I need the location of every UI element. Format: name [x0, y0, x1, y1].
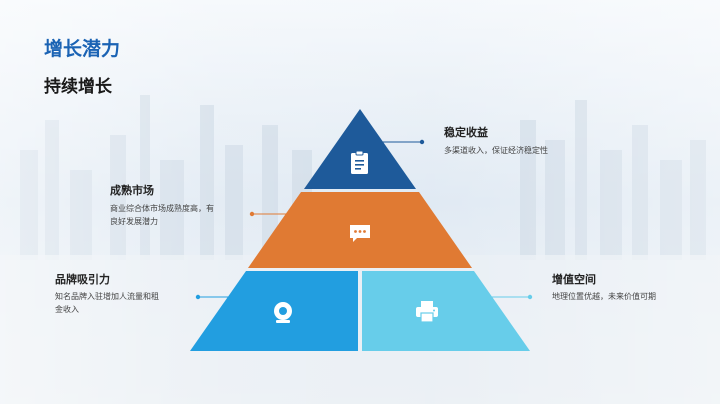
page-subtitle: 持续增长 [44, 77, 112, 97]
connector-dot-middle [249, 211, 255, 217]
webcam-icon [274, 302, 292, 323]
connector-dot-top [419, 139, 425, 145]
item-middle-desc: 商业综合体市场成熟度高，有良好发展潜力 [110, 204, 214, 226]
item-bottom-right-desc: 地理位置优越，未来价值可期 [552, 292, 656, 301]
page-title: 增长潜力 [44, 38, 121, 60]
connector-dot-bottom-left [195, 294, 201, 300]
chat-icon [350, 225, 370, 242]
connector-dot-bottom-right [527, 294, 533, 300]
pyramid-tier-top[interactable] [304, 109, 416, 189]
item-bottom-left-desc: 知名品牌入驻增加人流量和租金收入 [55, 292, 159, 314]
printer-icon [416, 301, 438, 323]
clipboard-icon [351, 150, 368, 174]
item-top-title: 稳定收益 [444, 126, 488, 139]
item-middle-title: 成熟市场 [110, 184, 154, 197]
pyramid-tier-bottom-right[interactable] [362, 271, 530, 351]
item-bottom-right-title: 增值空间 [552, 273, 596, 286]
item-bottom-left-title: 品牌吸引力 [55, 273, 110, 286]
item-top-desc: 多渠道收入，保证经济稳定性 [444, 146, 548, 155]
